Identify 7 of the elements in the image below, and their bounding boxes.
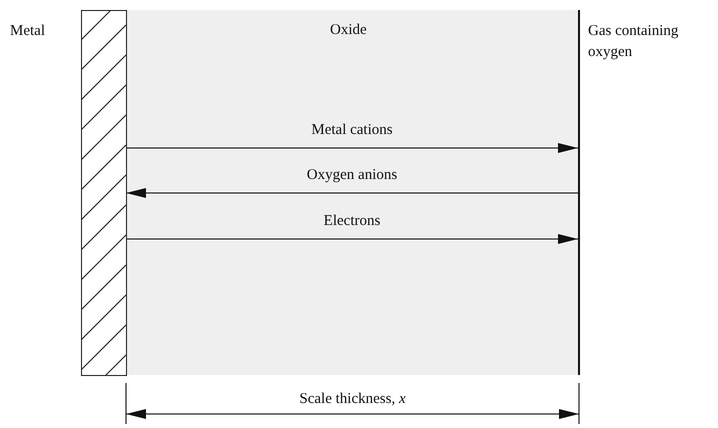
edge-label: Oxygen anions: [304, 166, 400, 184]
arrow: [126, 234, 578, 244]
gas-label: Gas containing oxygen: [588, 22, 680, 62]
metal-label: Metal: [10, 22, 45, 40]
arrow: [126, 143, 578, 153]
arrow: [126, 188, 578, 198]
oxide-label: Oxide: [330, 21, 367, 39]
